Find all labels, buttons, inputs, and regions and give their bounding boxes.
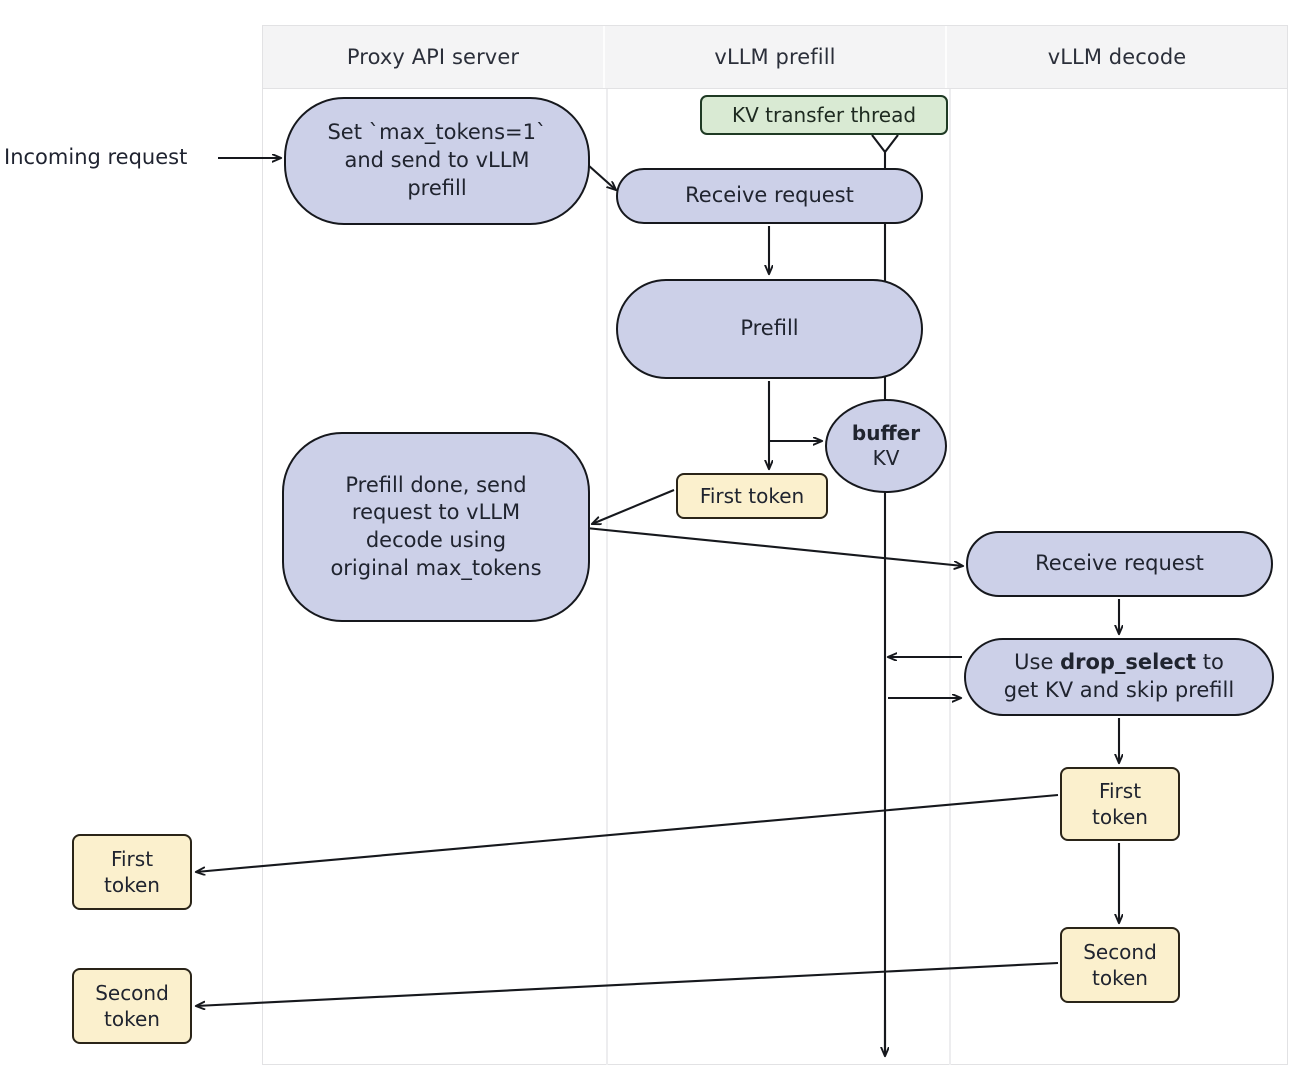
proxy-first-token-label: First token: [74, 846, 190, 899]
decode-first-token-line-2: token: [1092, 805, 1148, 829]
drop-select-keyword: drop_select: [1060, 650, 1197, 675]
node-buffer-kv[interactable]: buffer KV: [825, 399, 947, 493]
lane-divider-2: [949, 89, 951, 1065]
decode-second-token-line-2: token: [1092, 966, 1148, 990]
drop-select-label: Use drop_select to get KV and skip prefi…: [980, 649, 1258, 704]
node-set-max-tokens-label: Set `max_tokens=1` and send to vLLM pref…: [308, 119, 566, 202]
prefill-done-line-2: request to vLLM: [351, 500, 521, 525]
decode-second-token-line-1: Second: [1083, 939, 1157, 964]
decode-receive-request-label: Receive request: [1035, 551, 1204, 576]
swimlane-header-band: Proxy API server vLLM prefill vLLM decod…: [263, 26, 1287, 89]
proxy-second-token-line-2: token: [104, 1007, 160, 1031]
prefill-label: Prefill: [740, 316, 799, 341]
proxy-first-token-line-2: token: [104, 873, 160, 897]
set-max-line-1: Set `max_tokens=1`: [327, 120, 547, 145]
prefill-first-token-label: First token: [699, 483, 805, 508]
node-proxy-second-token[interactable]: Second token: [72, 968, 192, 1044]
node-decode-first-token[interactable]: First token: [1060, 767, 1180, 841]
lane-title-proxy: Proxy API server: [346, 45, 520, 69]
lane-header-decode: vLLM decode: [945, 26, 1287, 88]
label-incoming-request: Incoming request: [4, 142, 219, 174]
decode-first-token-label: First token: [1062, 778, 1178, 831]
node-set-max-tokens[interactable]: Set `max_tokens=1` and send to vLLM pref…: [284, 97, 590, 225]
proxy-first-token-line-1: First: [110, 846, 154, 871]
note-kv-transfer-thread: KV transfer thread: [700, 95, 948, 135]
drop-select-line-2: get KV and skip prefill: [1003, 678, 1235, 702]
decode-first-token-line-1: First: [1098, 778, 1142, 803]
set-max-line-2: and send to vLLM: [344, 148, 530, 173]
decode-second-token-label: Second token: [1062, 939, 1178, 992]
drop-select-line1-pre: Use: [1014, 650, 1061, 675]
node-decode-second-token[interactable]: Second token: [1060, 927, 1180, 1003]
proxy-second-token-line-1: Second: [95, 980, 169, 1005]
kv-transfer-thread-label: KV transfer thread: [731, 102, 917, 127]
node-proxy-first-token[interactable]: First token: [72, 834, 192, 910]
node-decode-receive-request[interactable]: Receive request: [966, 531, 1273, 597]
node-drop-select[interactable]: Use drop_select to get KV and skip prefi…: [964, 638, 1274, 716]
incoming-request-text: Incoming request: [4, 145, 188, 170]
lane-header-proxy: Proxy API server: [263, 26, 603, 88]
proxy-second-token-label: Second token: [74, 980, 190, 1033]
prefill-done-line-3: decode using: [365, 528, 507, 552]
lane-title-decode: vLLM decode: [1047, 45, 1187, 69]
prefill-receive-request-label: Receive request: [685, 183, 854, 208]
lane-title-prefill: vLLM prefill: [714, 45, 836, 69]
lane-header-prefill: vLLM prefill: [603, 26, 945, 88]
set-max-line-3: prefill: [407, 175, 467, 200]
prefill-done-line-1: Prefill done, send: [345, 472, 527, 497]
buffer-kv-line-1: buffer: [851, 421, 921, 445]
lane-divider-1: [606, 89, 608, 1065]
prefill-done-line-4: original max_tokens: [330, 555, 542, 580]
buffer-kv-line-2: KV: [872, 446, 900, 470]
node-prefill-done-send-to-decode[interactable]: Prefill done, send request to vLLM decod…: [282, 432, 590, 622]
drop-select-line1-post: to: [1196, 650, 1224, 675]
node-prefill-receive-request[interactable]: Receive request: [616, 168, 923, 224]
node-prefill[interactable]: Prefill: [616, 279, 923, 379]
node-prefill-done-label: Prefill done, send request to vLLM decod…: [302, 472, 570, 583]
node-prefill-first-token[interactable]: First token: [676, 473, 828, 519]
